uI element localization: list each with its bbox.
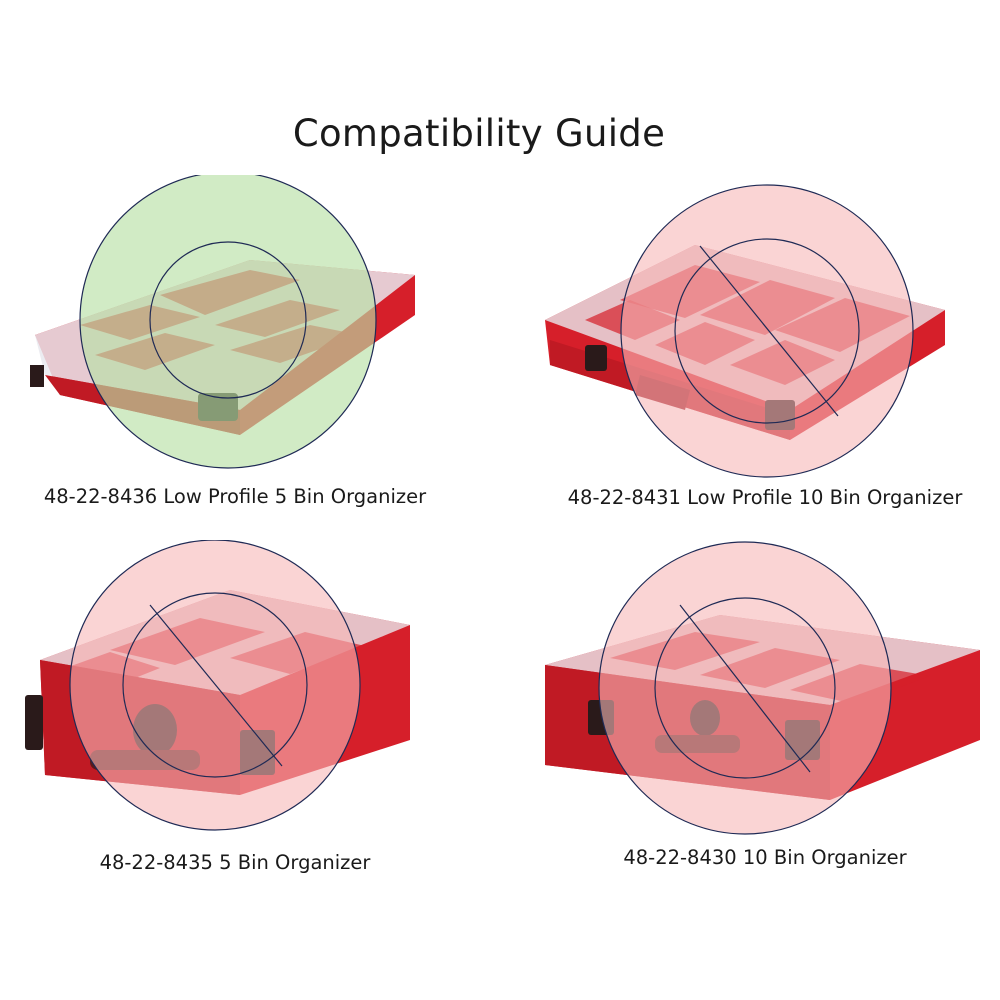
product-image-10-bin: [545, 541, 980, 835]
product-image-low-profile-5-bin: [30, 175, 415, 469]
not-compatible-indicator-icon: [598, 541, 892, 835]
product-card-low-profile-5-bin: 48-22-8436 Low Profile 5 Bin Organizer: [0, 175, 470, 515]
product-card-5-bin: 48-22-8435 5 Bin Organizer: [0, 540, 470, 885]
product-image-5-bin: [25, 540, 410, 831]
product-card-10-bin: 48-22-8430 10 Bin Organizer: [530, 540, 1000, 885]
product-image-low-profile-10-bin: [545, 184, 945, 478]
product-caption: 48-22-8435 5 Bin Organizer: [99, 851, 371, 874]
product-card-low-profile-10-bin: 48-22-8431 Low Profile 10 Bin Organizer: [530, 180, 1000, 520]
product-caption: 48-22-8436 Low Profile 5 Bin Organizer: [43, 485, 427, 508]
product-caption: 48-22-8431 Low Profile 10 Bin Organizer: [567, 486, 963, 509]
page-title: Compatibility Guide: [292, 112, 666, 155]
not-compatible-indicator-icon: [620, 184, 914, 478]
compatible-indicator-icon: [79, 175, 377, 469]
product-caption: 48-22-8430 10 Bin Organizer: [623, 846, 907, 869]
not-compatible-indicator-icon: [69, 540, 361, 831]
